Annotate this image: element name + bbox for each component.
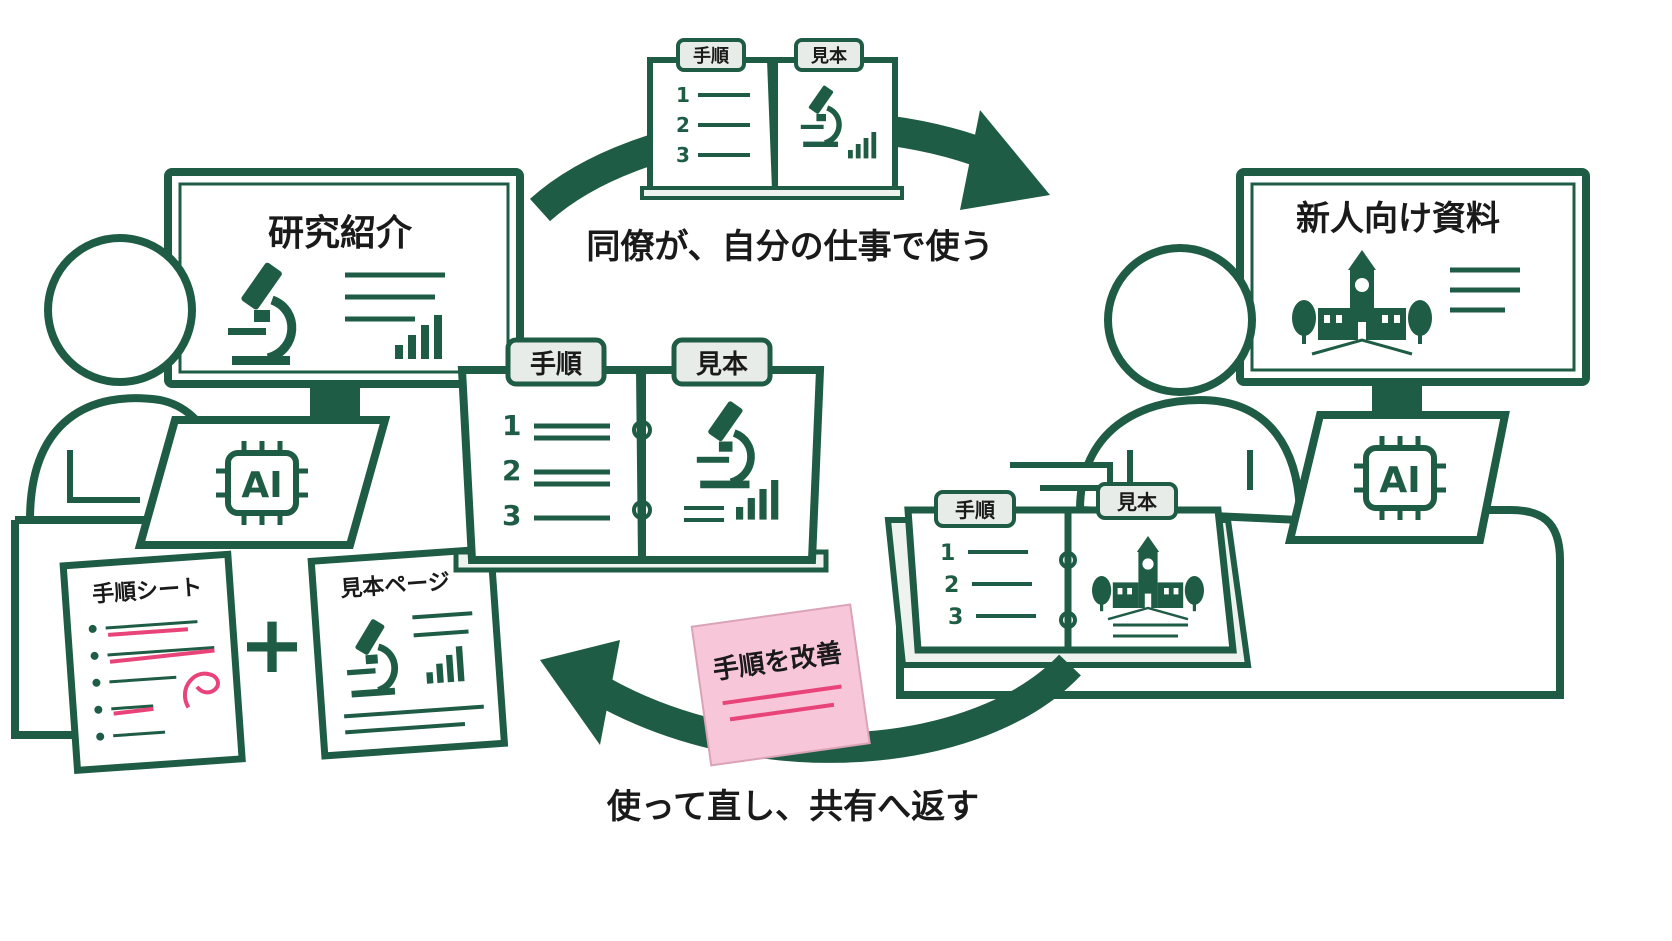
- bottom-arrow-caption: 使って直し、共有へ返す: [606, 787, 979, 827]
- plus-sign: +: [238, 598, 305, 691]
- binder-center: 手順 見本 1 2 3: [453, 337, 829, 573]
- sample-page: 見本ページ: [307, 545, 509, 760]
- bottom-arrow: [540, 640, 1081, 763]
- ai-chip-icon-left: AI: [241, 465, 282, 506]
- binder-top-tab-sample: 見本: [810, 45, 847, 67]
- binder-top: 手順 見本 1 2 3: [640, 38, 904, 200]
- binder-top-tab-procedure: 手順: [693, 45, 730, 67]
- sticky-note: 手順を改善: [690, 603, 871, 767]
- binder-top-step-3: 3: [676, 143, 690, 167]
- binder-top-step-1: 1: [676, 83, 690, 107]
- left-monitor-title: 研究紹介: [268, 213, 413, 254]
- binder-center-step-2: 2: [502, 454, 521, 487]
- procedure-sheet: 手順シート: [59, 550, 246, 775]
- binder-right-tab-sample: 見本: [1117, 490, 1157, 514]
- binder-center-tab-sample: 見本: [696, 350, 748, 380]
- pink-underline: [108, 627, 189, 637]
- binder-top-step-2: 2: [676, 113, 690, 137]
- binder-center-step-3: 3: [502, 499, 521, 532]
- binder-center-tab-procedure: 手順: [530, 350, 583, 380]
- left-monitor: 研究紹介: [164, 168, 524, 420]
- right-laptop[interactable]: AI: [1284, 411, 1510, 544]
- right-desk: [896, 506, 1564, 699]
- binder-right: 手順 見本 1 2 3: [884, 482, 1252, 668]
- right-monitor: 新人向け資料: [1236, 168, 1590, 414]
- right-monitor-title: 新人向け資料: [1296, 199, 1500, 239]
- pink-scribble: [182, 671, 220, 709]
- binder-right-step-3: 3: [948, 605, 963, 630]
- left-laptop[interactable]: AI: [134, 416, 391, 549]
- binder-right-step-1: 1: [940, 541, 955, 566]
- top-arrow-caption: 同僚が、自分の仕事で使う: [586, 227, 993, 267]
- ai-chip-icon-right: AI: [1379, 460, 1420, 501]
- binder-center-step-1: 1: [502, 409, 521, 442]
- binder-right-tab-procedure: 手順: [955, 498, 996, 522]
- binder-right-step-2: 2: [944, 573, 959, 598]
